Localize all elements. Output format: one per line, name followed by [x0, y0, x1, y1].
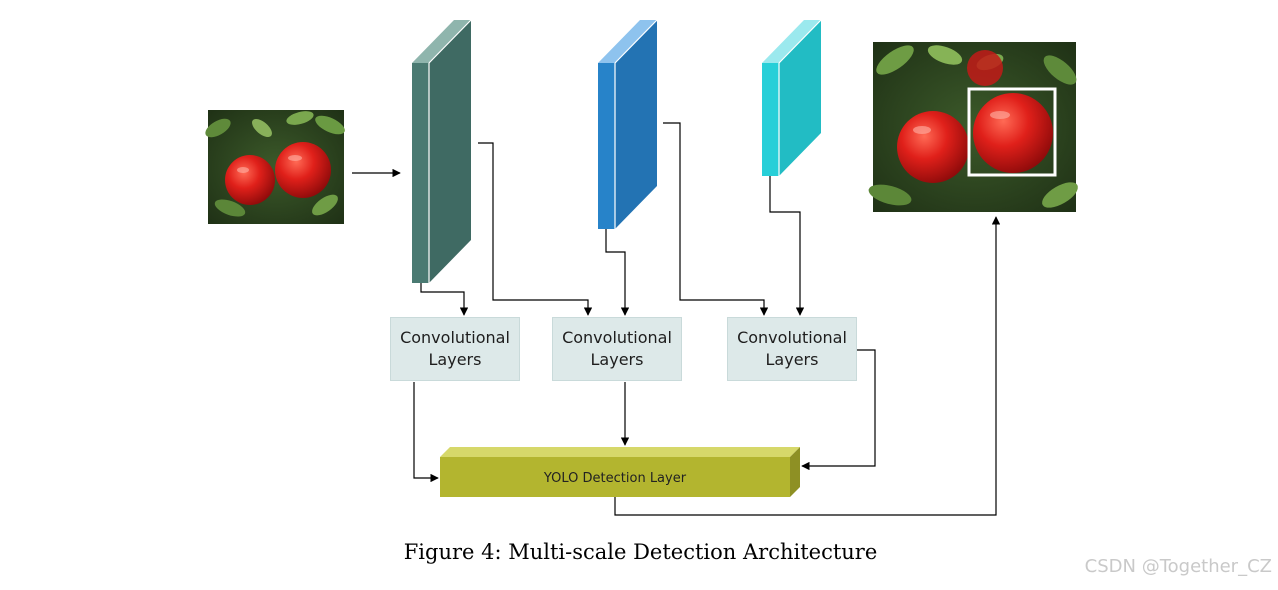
conv-layers-label-1: Convolutional Layers — [400, 328, 510, 369]
conv-layers-box-1: Convolutional Layers — [390, 317, 520, 381]
connectors — [352, 122, 1001, 516]
arrow-conv3-to-yolo — [801, 349, 876, 471]
conv-layers-label-3: Convolutional Layers — [737, 328, 847, 369]
feature-map-3 — [762, 19, 822, 176]
arrow-map1-to-conv2 — [478, 142, 593, 316]
conv-layers-box-2: Convolutional Layers — [552, 317, 682, 381]
arrow-map2-to-conv2 — [605, 229, 630, 316]
yolo-detection-layer — [440, 447, 800, 497]
arrow-conv1-to-yolo — [413, 382, 439, 483]
feature-map-2 — [598, 19, 658, 229]
conv-layers-label-2: Convolutional Layers — [562, 328, 672, 369]
figure-caption: Figure 4: Multi-scale Detection Architec… — [403, 540, 878, 564]
arrow-map2-to-conv3 — [663, 122, 769, 316]
yolo-detection-label: YOLO Detection Layer — [543, 470, 687, 486]
watermark: CSDN @Together_CZ — [1084, 556, 1272, 577]
arrow-yolo-to-output — [614, 216, 1001, 516]
conv-layers-box-3: Convolutional Layers — [727, 317, 857, 381]
arrow-map1-to-conv1 — [420, 283, 469, 316]
output-image — [868, 42, 1078, 212]
feature-map-1 — [412, 19, 472, 283]
detection-box — [967, 87, 1057, 177]
arrow-map3-to-conv3 — [769, 176, 805, 316]
input-image — [205, 110, 345, 224]
